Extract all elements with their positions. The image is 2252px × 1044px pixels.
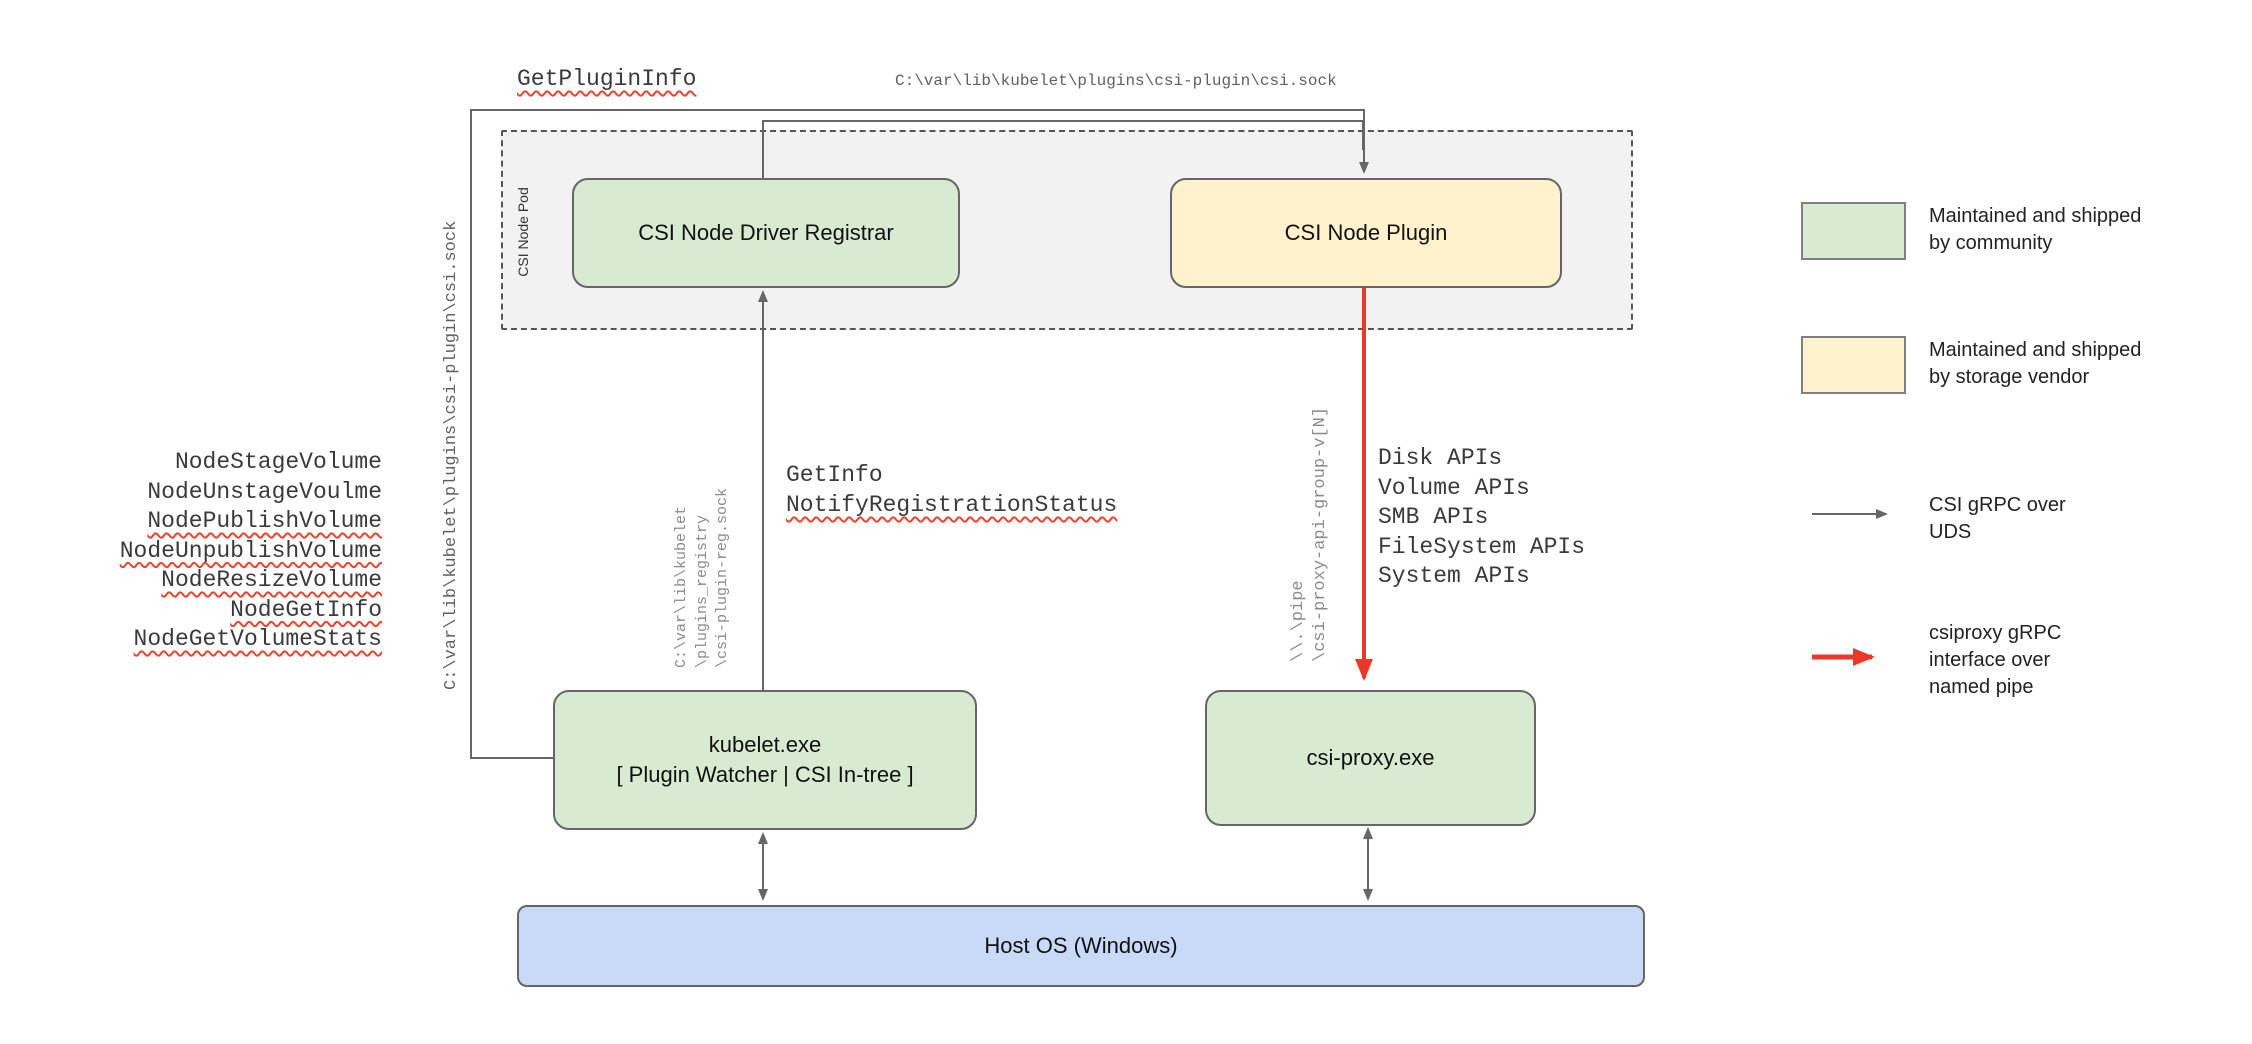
legend-community-swatch-icon <box>1801 202 1906 260</box>
legend-vendor-swatch-icon <box>1801 336 1906 394</box>
proxy-api-item: FileSystem APIs <box>1378 533 1586 560</box>
get-plugin-info-label: GetPluginInfo <box>517 66 697 92</box>
node-rpc-item: NodeGetVolumeStats <box>133 626 382 652</box>
node-csi-proxy: csi-proxy.exe <box>1205 690 1536 826</box>
csi-node-pod-label: CSI Node Pod <box>515 187 531 277</box>
legend-vendor-line2: by storage vendor <box>1929 366 2090 388</box>
legend-named-pipe-line3: named pipe <box>1929 676 2034 698</box>
legend-community-line1: Maintained and shipped <box>1929 205 2142 227</box>
node-rpc-item: NodeStageVolume <box>174 449 382 475</box>
legend-uds-line1: CSI gRPC over <box>1929 494 2066 516</box>
node-rpc-list: NodeStageVolume NodeUnstageVoulme NodePu… <box>80 448 382 655</box>
node-rpc-item: NodeUnpublishVolume <box>119 537 382 564</box>
get-info-label: GetInfo <box>786 462 883 488</box>
kubelet-label-line1: kubelet.exe <box>708 732 822 757</box>
legend-named-pipe-text: csiproxy gRPC interface over named pipe <box>1929 620 2061 701</box>
node-host-os: Host OS (Windows) <box>517 905 1645 987</box>
left-socket-path-label: C:\var\lib\kubelet\plugins\csi-plugin\cs… <box>442 220 461 690</box>
legend-community-text: Maintained and shipped by community <box>1929 203 2141 257</box>
legend-uds-text: CSI gRPC over UDS <box>1929 492 2066 546</box>
node-csi-node-driver-registrar: CSI Node Driver Registrar <box>572 178 960 288</box>
named-pipe-line2: \csi-proxy-api-group-v[N] <box>1311 406 1330 662</box>
legend-named-pipe-line2: interface over <box>1929 649 2051 671</box>
node-rpc-item: NodePublishVolume <box>147 508 382 534</box>
proxy-api-item: SMB APIs <box>1378 504 1489 530</box>
csi-proxy-label: csi-proxy.exe <box>1306 745 1435 770</box>
kubelet-label-line2: [ Plugin Watcher | CSI In-tree ] <box>616 762 914 787</box>
proxy-api-item: Volume APIs <box>1378 474 1530 501</box>
legend-named-pipe-line1: csiproxy gRPC <box>1929 622 2062 644</box>
legend-uds-line2: UDS <box>1929 521 1972 543</box>
node-kubelet: kubelet.exe [ Plugin Watcher | CSI In-tr… <box>553 690 977 830</box>
named-pipe-path-label: \\.\pipe \csi-proxy-api-group-v[N] <box>1288 372 1332 662</box>
notify-registration-status-label: NotifyRegistrationStatus <box>786 492 1118 518</box>
plugin-label: CSI Node Plugin <box>1284 220 1448 245</box>
registry-socket-path-line3: \csi-plugin-reg.sock <box>714 487 731 668</box>
top-socket-path-label: C:\var\lib\kubelet\plugins\csi-plugin\cs… <box>895 72 1337 90</box>
named-pipe-line1: \\.\pipe <box>1289 580 1308 662</box>
registrar-label: CSI Node Driver Registrar <box>638 220 894 245</box>
registrar-to-plugin-connector <box>762 120 1364 180</box>
registry-socket-path-line1: C:\var\lib\kubelet <box>673 505 690 668</box>
registry-socket-path-label: C:\var\lib\kubelet \plugins_registry \cs… <box>672 456 734 668</box>
node-rpc-item: NodeGetInfo <box>230 596 382 623</box>
registration-rpcs-label: GetInfo NotifyRegistrationStatus <box>786 460 1117 520</box>
node-rpc-item: NodeResizeVolume <box>161 567 382 593</box>
legend-community-line2: by community <box>1929 232 2053 254</box>
legend-vendor-text: Maintained and shipped by storage vendor <box>1929 337 2141 391</box>
proxy-api-item: System APIs <box>1378 563 1530 589</box>
registry-socket-path-line2: \plugins_registry <box>693 514 711 668</box>
legend-vendor-line1: Maintained and shipped <box>1929 339 2142 361</box>
host-os-label: Host OS (Windows) <box>984 933 1178 958</box>
node-rpc-item: NodeUnstageVoulme <box>147 478 382 505</box>
proxy-api-list: Disk APIs Volume APIs SMB APIs FileSyste… <box>1378 444 1585 592</box>
proxy-api-item: Disk APIs <box>1378 445 1503 471</box>
node-csi-node-plugin: CSI Node Plugin <box>1170 178 1562 288</box>
